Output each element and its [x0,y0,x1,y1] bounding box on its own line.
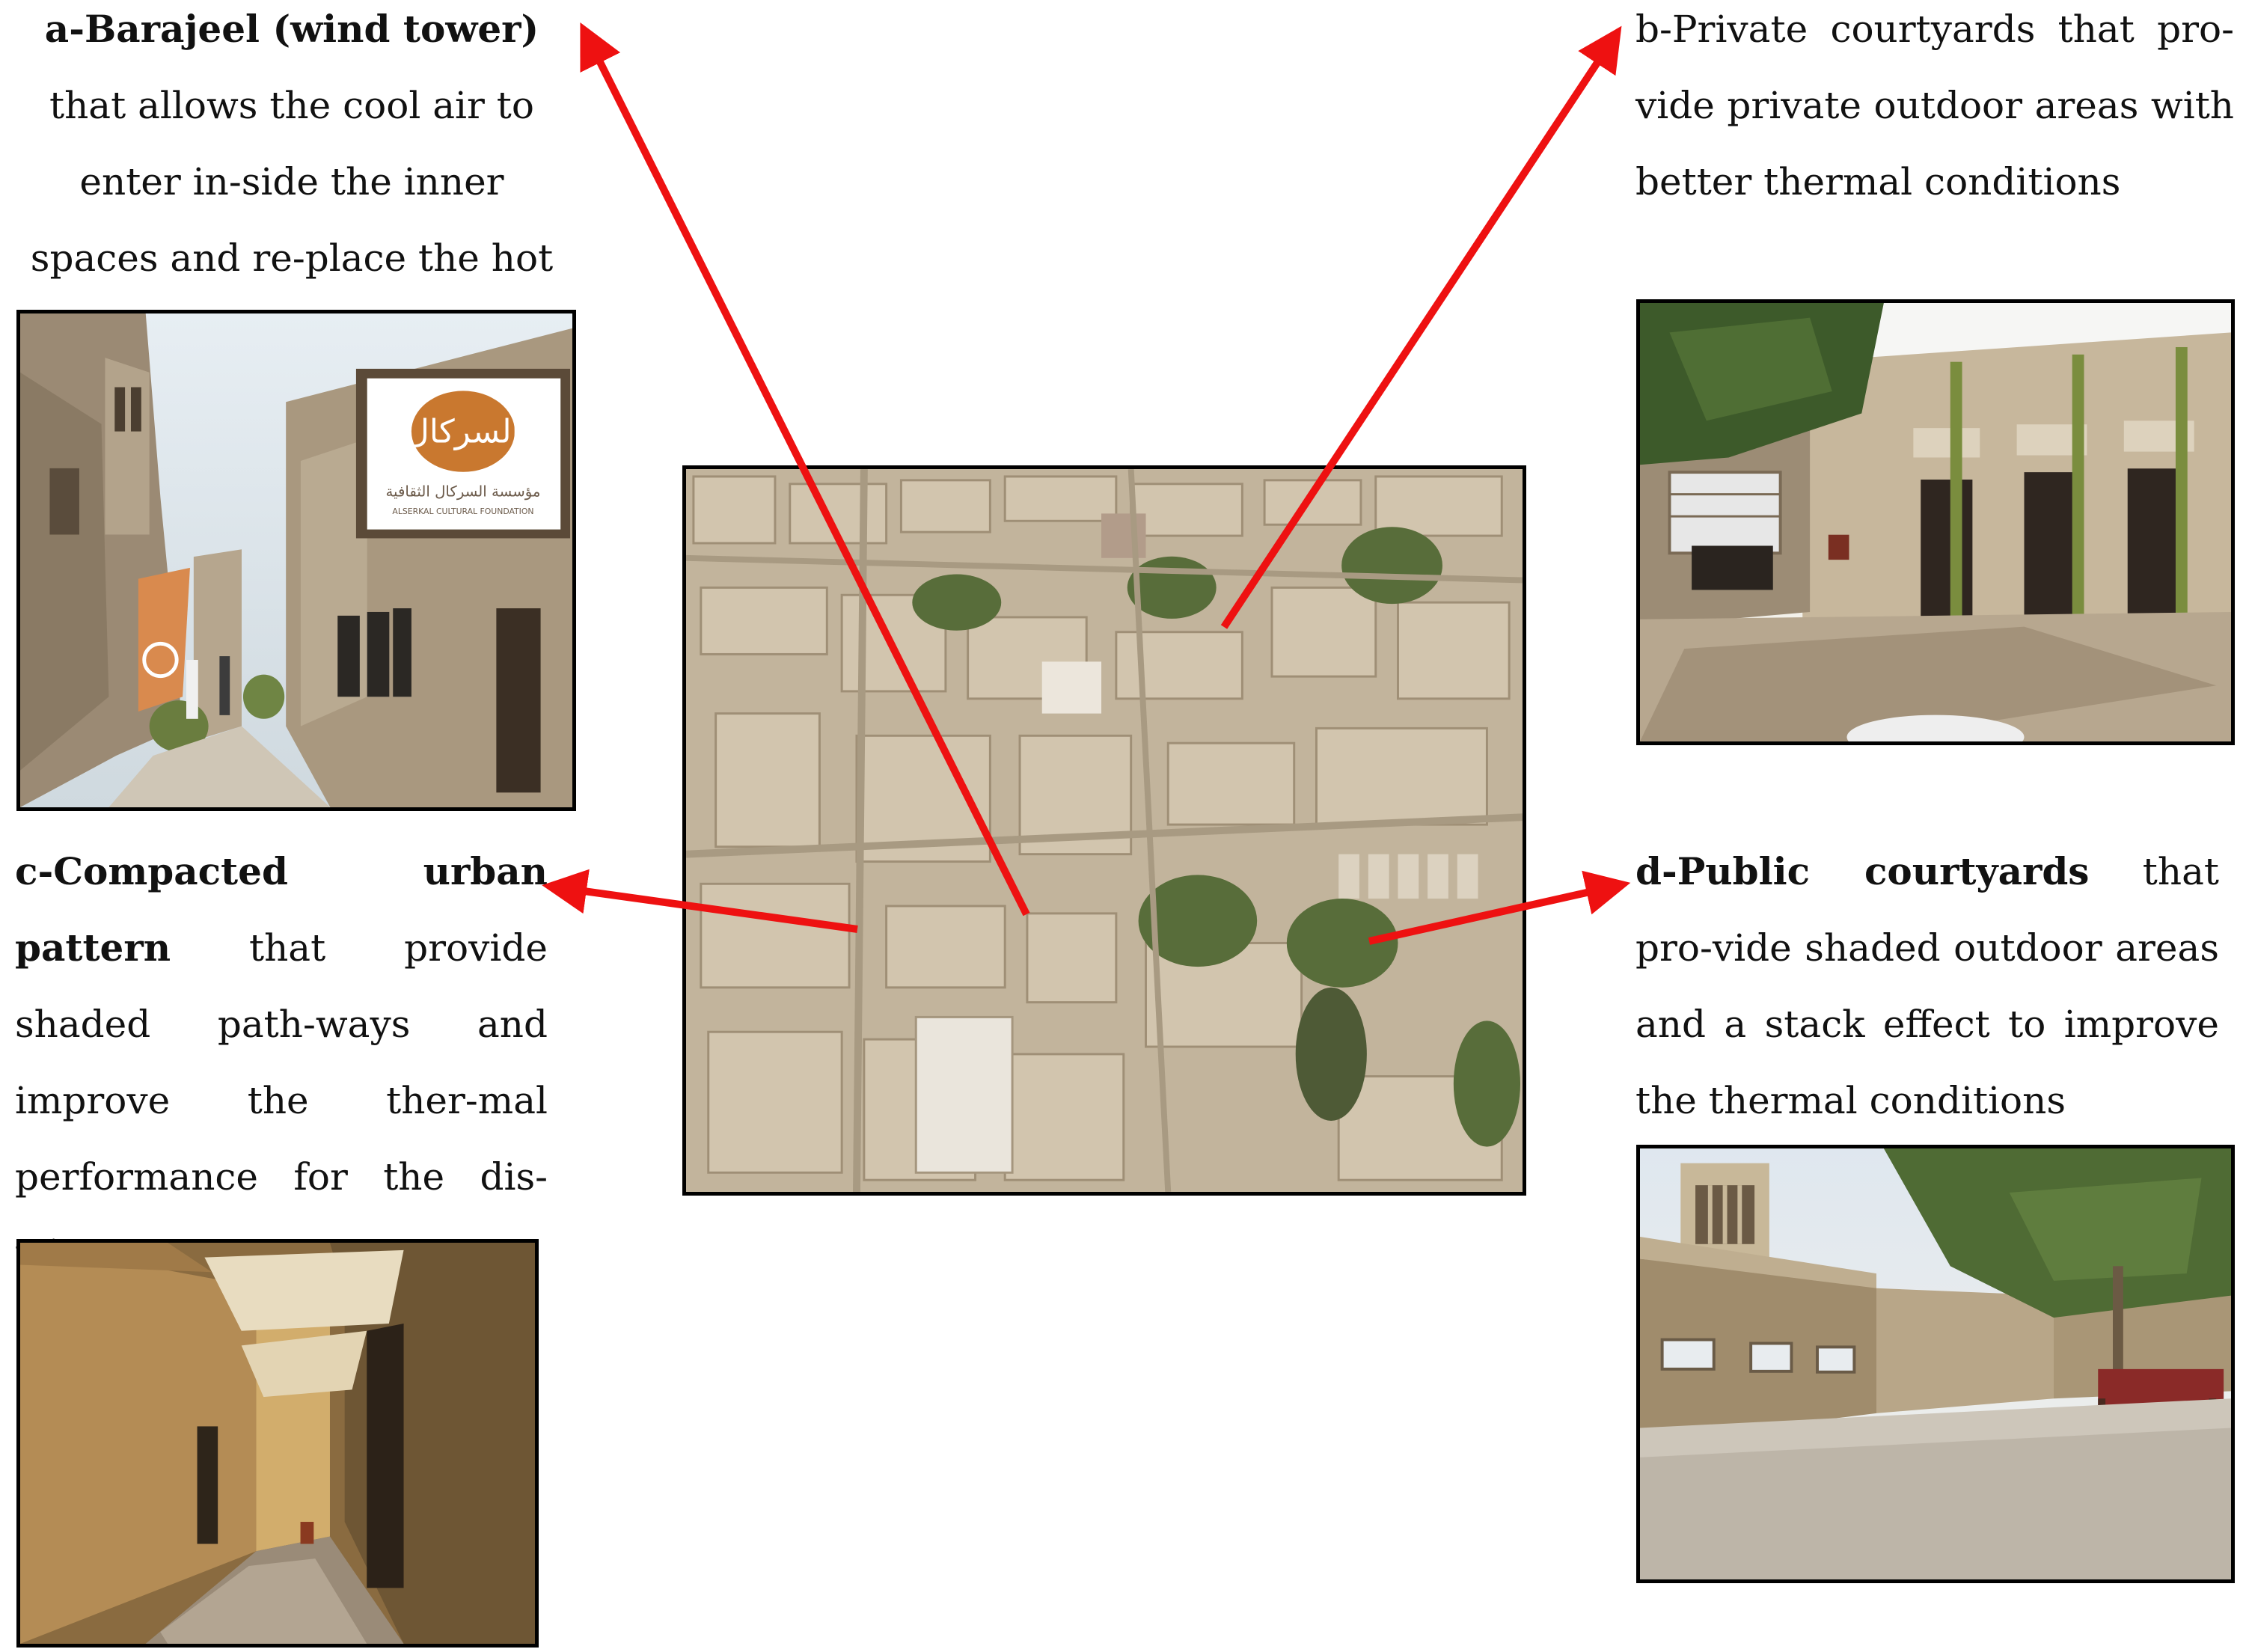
caption-c-text: that provide shaded path-ways and improv… [15,926,548,1275]
caption-a-bold: a-Barajeel (wind tower) [44,7,539,51]
caption-c: c-Compacted urban pattern that provide s… [15,833,548,1291]
caption-d-bold: d-Public courtyards [1635,849,2090,893]
photo-barajeel-wind-tower: السركال مؤسسة السركال الثقافية ALSERKAL … [16,310,576,811]
photo-private-courtyard [1636,299,2235,745]
photo-aerial-district [682,465,1526,1196]
sign-arabic-subtitle: مؤسسة السركال الثقافية [385,483,540,500]
caption-d-text: that pro-vide shaded outdoor areas and a… [1635,850,2220,1122]
caption-b-text: b-Private courtyards that pro-vide priva… [1635,7,2234,204]
sign-arabic-logo: السركال [406,413,520,450]
sign-english-subtitle: ALSERKAL CULTURAL FOUNDATION [392,507,533,516]
photo-compact-alley [16,1239,539,1648]
caption-d: d-Public courtyards that pro-vide shaded… [1635,833,2219,1139]
caption-b: b-Private courtyards that pro-vide priva… [1635,0,2234,220]
photo-public-courtyard [1636,1145,2235,1583]
caption-c-bold: c-Compacted urban pattern [15,849,548,970]
